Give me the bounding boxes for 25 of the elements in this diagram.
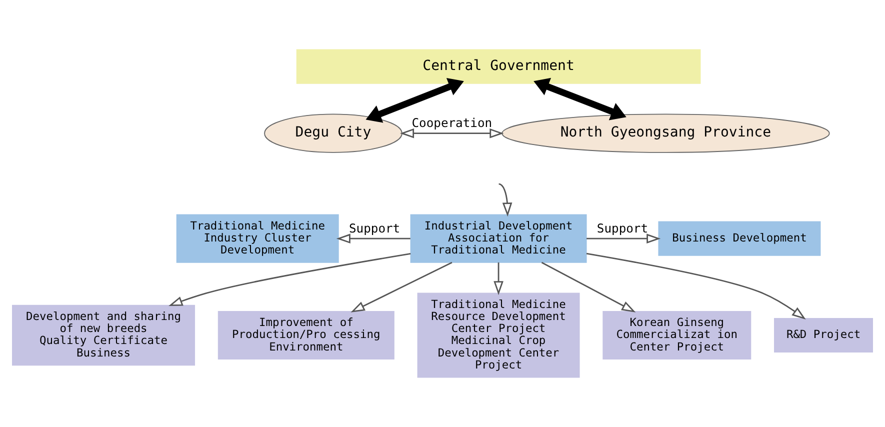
arrow [494,262,504,296]
arrow [586,252,806,320]
arrow [336,234,410,244]
node-box: Development and sharing of new breeds Quality Certificate Business [12,304,196,366]
arrow [400,128,504,138]
edge-label: Support [349,221,400,236]
arrow [366,78,464,123]
arrow [534,78,626,120]
edge-label: Cooperation [412,116,492,130]
arrow [498,183,512,217]
node-box: Industrial Development Association for Traditional Medicine [410,214,587,263]
edge-label: Support [596,221,648,236]
node-box: Central Government [296,49,701,84]
node-box: R&D Project [774,318,873,353]
node-box: Traditional Medicine Resource Development Center Project Medicinal Crop Development Center Project [417,292,580,378]
arrow [586,234,661,244]
node-ellipse: Degu City [264,114,402,153]
node-box: Business Development [658,221,821,256]
node-box: Korean Ginseng Commercializat ion Center Project [602,310,752,360]
node-ellipse: North Gyeongsang Province [502,114,830,153]
node-box: Traditional Medicine Industry Cluster Development [176,214,339,263]
arrow [350,262,452,312]
arrow [541,262,636,312]
arrow [168,253,411,306]
node-box: Improvement of Production/Pro cessing Environment [218,310,394,360]
